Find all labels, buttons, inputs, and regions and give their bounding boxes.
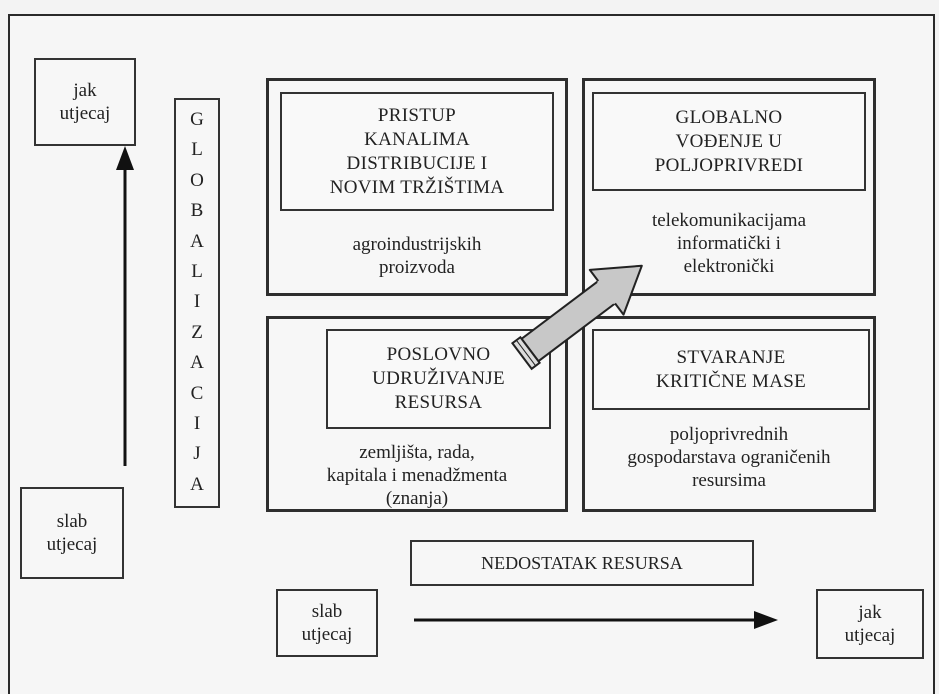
quadrant-body: telekomunikacijama informatički i elektr… [651,210,807,277]
quadrant-heading: PRISTUP KANALIMA DISTRIBUCIJE I NOVIM TR… [280,92,554,211]
impact-word: utjecaj [46,534,98,555]
impact-word: utjecaj [301,624,353,645]
letter: I [193,413,201,435]
impact-word: utjecaj [844,625,896,646]
letter: O [190,169,204,191]
quadrant-heading: GLOBALNO VOĐENJE U POLJOPRIVREDI [592,92,866,191]
quadrant-critical-mass: STVARANJE KRITIČNE MASE poljoprivrednih … [582,316,876,512]
globalizacija-vertical-label: G L O B A L I Z A C I J A [174,98,220,508]
strong-impact-word: jak [858,602,882,623]
letter: L [191,261,203,283]
weak-impact-word: slab [56,511,88,532]
quadrant-heading: POSLOVNO UDRUŽIVANJE RESURSA [326,329,551,429]
letter: A [190,473,204,495]
letter: J [193,443,201,465]
letter: L [191,139,203,161]
strong-impact-box-bottom: jak utjecaj [816,589,924,659]
growth-diagonal-arrow [510,264,643,371]
quadrant-heading: STVARANJE KRITIČNE MASE [592,329,870,410]
strong-impact-box-left: jak utjecaj [34,58,136,146]
letter: B [190,200,204,222]
letter: Z [191,321,203,343]
letter: G [190,109,204,130]
impact-word: utjecaj [59,103,111,124]
banner-text: NEDOSTATAK RESURSA [481,552,683,573]
horizontal-arrow-head [754,611,778,629]
quadrant-global-management: GLOBALNO VOĐENJE U POLJOPRIVREDI telekom… [582,78,876,296]
letter: A [190,352,204,374]
vertical-arrow-head [116,146,134,170]
weak-impact-word: slab [311,601,343,622]
quadrant-body: zemljišta, rada, kapitala i menadžmenta … [326,442,508,509]
quadrant-market-access: PRISTUP KANALIMA DISTRIBUCIJE I NOVIM TR… [266,78,568,296]
letter: C [190,382,204,404]
resource-shortage-banner: NEDOSTATAK RESURSA [410,540,754,586]
weak-impact-box-left: slab utjecaj [20,487,124,579]
quadrant-body: poljoprivrednih gospodarstava ograničeni… [627,424,831,491]
quadrant-body: agroindustrijskih proizvoda [352,234,482,278]
letter: A [190,230,204,252]
weak-impact-box-bottom: slab utjecaj [276,589,378,657]
strong-impact-word: jak [73,80,97,101]
letter: I [193,291,201,313]
